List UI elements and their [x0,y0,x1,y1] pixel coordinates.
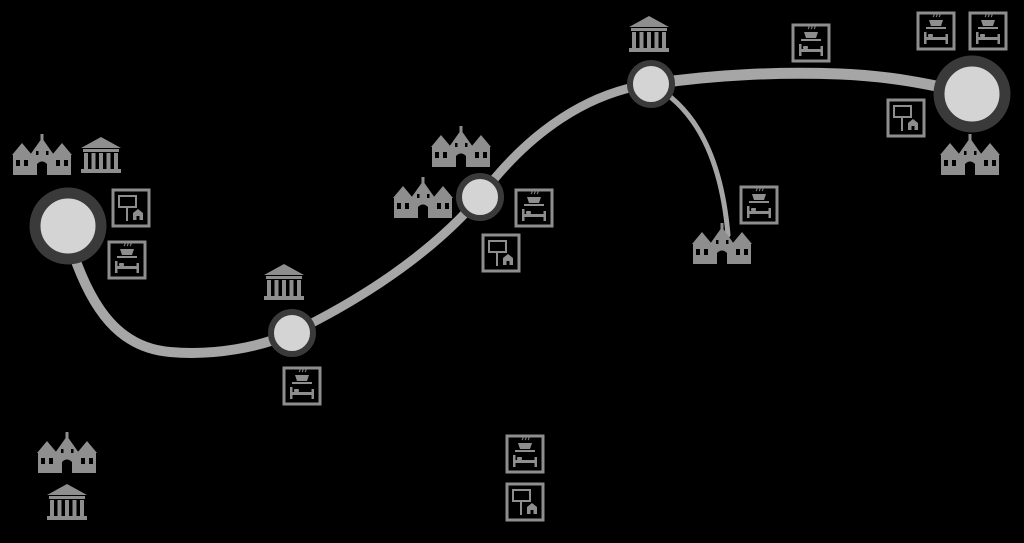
museum-icon[interactable] [47,484,87,520]
real-estate-icon[interactable] [886,98,926,138]
lodging-icon[interactable] [916,11,956,51]
castle-icon[interactable] [12,134,72,175]
lodging-icon[interactable] [505,434,545,474]
lodging-icon[interactable] [791,23,831,63]
route-node-stop-2[interactable] [268,309,316,357]
route-node-stop-5[interactable] [933,55,1011,133]
route-node-stop-1[interactable] [29,187,107,265]
castle-icon[interactable] [37,432,97,473]
museum-icon[interactable] [629,16,669,52]
real-estate-icon[interactable] [481,233,521,273]
lodging-icon[interactable] [739,185,779,225]
lodging-icon[interactable] [282,366,322,406]
route-node-stop-4[interactable] [627,60,675,108]
lodging-icon[interactable] [514,188,554,228]
route-node-stop-3[interactable] [456,173,504,221]
route-segment-1 [67,245,297,358]
route-branch [648,81,731,238]
real-estate-icon[interactable] [505,482,545,522]
museum-icon[interactable] [264,264,304,300]
castle-icon[interactable] [940,134,1000,175]
castle-icon[interactable] [431,126,491,167]
castle-icon[interactable] [692,223,752,264]
lodging-icon[interactable] [968,11,1008,51]
museum-icon[interactable] [81,137,121,173]
route-segment-3 [475,79,656,202]
castle-icon[interactable] [393,177,453,218]
route-segment-4 [645,67,978,100]
route-segment-2 [287,192,485,338]
real-estate-icon[interactable] [111,188,151,228]
lodging-icon[interactable] [107,240,147,280]
